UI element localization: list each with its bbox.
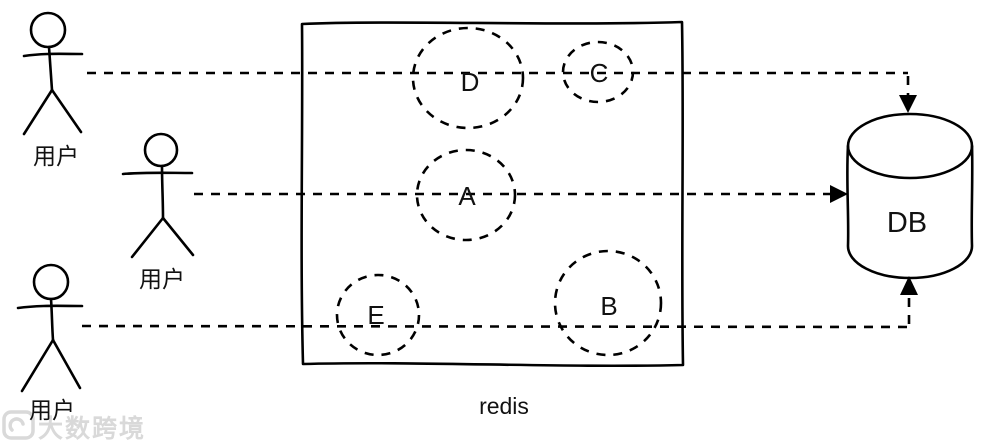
- cache-node-B: B: [553, 249, 663, 357]
- user1-head: [29, 11, 67, 49]
- db-cylinder: DB: [845, 112, 974, 280]
- cache-node-D-circle: [411, 26, 525, 130]
- cache-node-E: E: [335, 273, 421, 357]
- user2-body: [160, 164, 165, 220]
- cache-node-D: D: [411, 26, 525, 130]
- user2-leg-right: [161, 216, 195, 257]
- user1-leg-right: [50, 88, 83, 134]
- user3-label: 用户: [29, 397, 75, 423]
- watermark-logo-mark-icon: [8, 417, 25, 432]
- flow-user2-to-db: [194, 185, 848, 203]
- user-figure-3: 用户: [16, 263, 84, 423]
- watermark-text: 大数跨境: [38, 414, 146, 442]
- cache-node-A-label: A: [458, 181, 476, 211]
- db-cylinder-body: [845, 144, 974, 280]
- redis-label: redis: [479, 393, 529, 419]
- user2-arms: [121, 171, 194, 176]
- flow-user3-to-db: [81, 276, 918, 329]
- user3-leg-right: [51, 338, 82, 390]
- user3-leg-left: [20, 338, 55, 393]
- arrowhead-right-icon: [830, 185, 848, 203]
- cache-node-B-label: B: [600, 291, 617, 321]
- cache-node-C-label: C: [590, 58, 609, 88]
- cache-node-D-label: D: [461, 67, 480, 97]
- cache-node-E-label: E: [367, 300, 384, 330]
- flow-user1-to-db: [87, 71, 917, 113]
- user2-label: 用户: [139, 266, 185, 292]
- cache-node-B-circle: [553, 249, 663, 357]
- user3-head: [32, 263, 70, 301]
- watermark-logo-icon: [2, 410, 35, 440]
- user-figure-1: 用户: [22, 11, 84, 169]
- user1-label: 用户: [33, 143, 79, 169]
- cache-node-C-circle: [561, 40, 635, 104]
- user2-leg-left: [130, 216, 165, 259]
- user1-body: [47, 45, 54, 92]
- cache-node-A-circle: [415, 148, 517, 242]
- watermark: 大数跨境: [2, 410, 146, 442]
- user2-head: [143, 132, 179, 168]
- user1-leg-left: [22, 88, 54, 136]
- db-cylinder-top: [846, 112, 974, 180]
- redis-box-outline: [300, 20, 685, 368]
- redis-box: redis: [300, 20, 685, 419]
- cache-node-C: C: [561, 40, 635, 104]
- user-figure-2: 用户: [121, 132, 195, 292]
- flow-line-bottom-horizontal: [81, 324, 910, 329]
- arrowhead-down-icon: [899, 95, 917, 113]
- cache-node-E-circle: [335, 273, 421, 357]
- cache-node-A: A: [415, 148, 517, 242]
- user3-body: [49, 297, 55, 342]
- user3-arms: [16, 304, 84, 310]
- db-label: DB: [887, 207, 927, 239]
- user1-arms: [22, 52, 84, 58]
- arrowhead-up-icon: [900, 276, 918, 295]
